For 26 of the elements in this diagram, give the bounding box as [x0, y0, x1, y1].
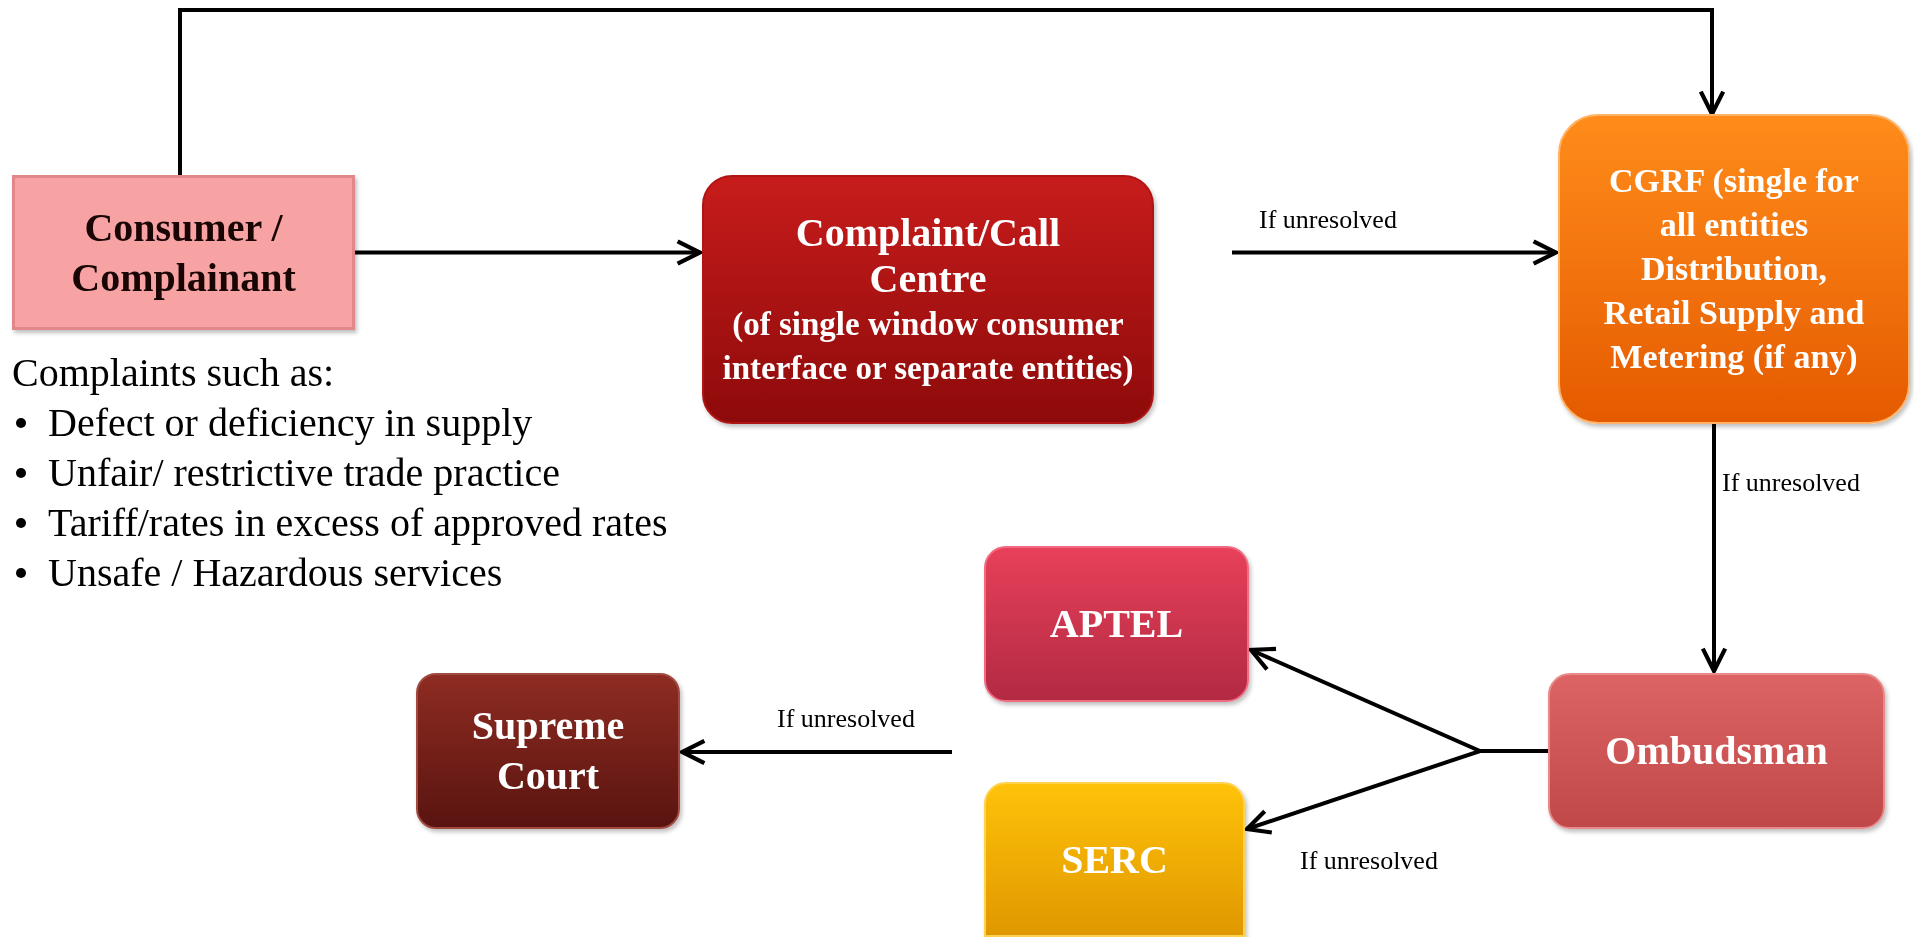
process-box: [416, 673, 680, 829]
process-box: [702, 175, 1154, 424]
box-title: Supreme Court: [470, 702, 626, 800]
list-heading: Complaints such as:: [12, 349, 336, 397]
box-text: (of single window consumer interface or separate entities): [721, 304, 1135, 388]
arrow: [1232, 239, 1559, 266]
process-box: [12, 175, 355, 330]
process-box: [984, 546, 1249, 702]
arrow: [178, 8, 1726, 175]
box-title: SERC: [1061, 836, 1168, 883]
process-box: [1548, 673, 1885, 829]
arrow: [355, 239, 703, 266]
arrow: [1700, 424, 1728, 674]
box-title: Ombudsman: [1605, 728, 1828, 774]
arrow: [679, 738, 952, 766]
list-item: Defect or deficiency in supply: [48, 399, 533, 447]
list-item: Tariff/rates in excess of approved rates: [48, 499, 668, 547]
box-title: Complaint/Call Centre: [794, 209, 1062, 302]
box-title: Consumer / Complainant: [70, 203, 297, 302]
box-title: APTEL: [1049, 601, 1184, 647]
box-title: CGRF (single for all entities Distribution, Retail Supply and Metering (if any): [1602, 161, 1866, 377]
process-box: [1558, 114, 1910, 424]
list-item: Unfair/ restrictive trade practice: [48, 449, 560, 497]
list-item: Unsafe / Hazardous services: [48, 549, 503, 597]
arrow: [1244, 749, 1548, 835]
process-box: [984, 782, 1245, 937]
